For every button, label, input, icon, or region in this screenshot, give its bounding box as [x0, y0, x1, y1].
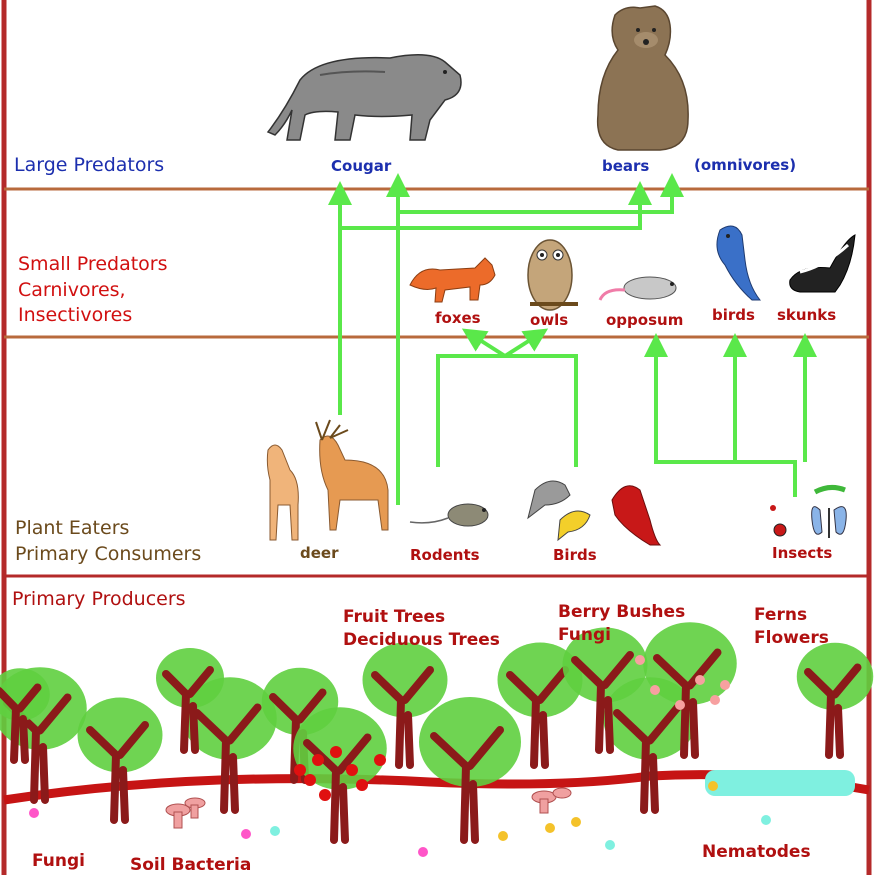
bluejay-icon — [717, 226, 760, 300]
owl-icon — [528, 240, 578, 310]
label-owls: owls — [530, 313, 568, 328]
arrow-deer-cougar — [340, 193, 640, 415]
water-icon — [705, 770, 855, 796]
berry — [710, 695, 720, 705]
fruit — [374, 754, 386, 766]
label-birds-small: birds — [712, 308, 755, 323]
tree-crown — [419, 697, 521, 787]
label-ferns-flowers: Ferns Flowers — [754, 604, 829, 650]
fruit — [319, 789, 331, 801]
deer-icon — [267, 420, 388, 540]
flower-icon — [29, 781, 771, 857]
fox-icon — [410, 258, 495, 302]
tier-plant-eaters: Plant Eaters Primary Consumers — [15, 516, 201, 567]
label-cougar: Cougar — [331, 159, 391, 174]
insect-icon — [770, 487, 846, 538]
label-opposum: opposum — [606, 313, 683, 328]
fruit — [294, 764, 306, 776]
arrow-insects-small — [656, 345, 795, 497]
berry — [675, 700, 685, 710]
fruit — [330, 746, 342, 758]
berry — [650, 685, 660, 695]
fruit — [356, 779, 368, 791]
cougar-icon — [268, 55, 461, 140]
tree-icon — [0, 622, 873, 840]
tier-primary-producers: Primary Producers — [12, 590, 186, 609]
label-bears: bears — [602, 159, 649, 174]
rodent-icon — [410, 504, 488, 526]
label-fungi: Fungi — [32, 853, 85, 870]
fruit — [304, 774, 316, 786]
tier-large-predators: Large Predators — [14, 156, 164, 175]
bear-icon — [598, 6, 688, 150]
label-deer: deer — [300, 546, 338, 561]
songbird-icon — [528, 481, 660, 545]
label-foxes: foxes — [435, 311, 481, 326]
opossum-icon — [600, 277, 676, 300]
arrow-rodents-birds-foxes-owls — [438, 356, 576, 467]
berry — [695, 675, 705, 685]
fruit — [312, 754, 324, 766]
berry — [635, 655, 645, 665]
label-nematodes: Nematodes — [702, 844, 811, 861]
label-berry-fungi: Berry Bushes Fungi — [558, 601, 685, 647]
label-insects: Insects — [772, 546, 832, 561]
label-skunks: skunks — [777, 308, 836, 323]
label-omnivores: (omnivores) — [694, 158, 796, 173]
berry — [720, 680, 730, 690]
tier-small-predators: Small Predators Carnivores, Insectivores — [18, 252, 168, 329]
label-rodents: Rodents — [410, 548, 480, 563]
label-birds: Birds — [553, 548, 597, 563]
skunk-icon — [790, 235, 855, 292]
fruit — [346, 764, 358, 776]
label-trees: Fruit Trees Deciduous Trees — [343, 606, 500, 652]
label-soil-bacteria: Soil Bacteria — [130, 857, 251, 874]
